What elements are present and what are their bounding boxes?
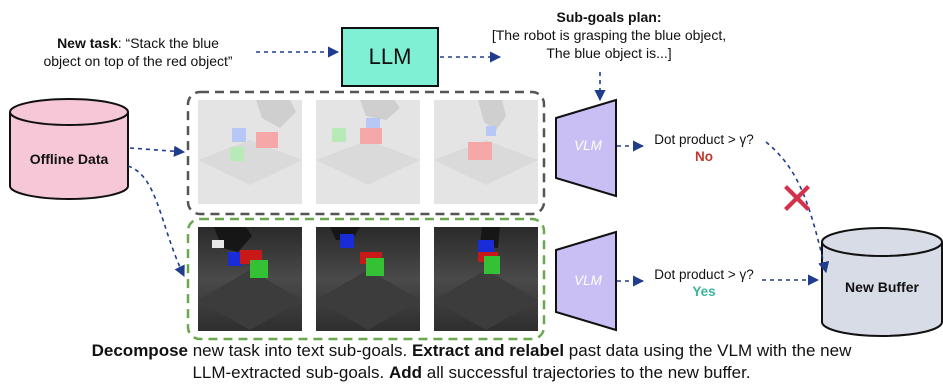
caption-text-1: new task into text sub-goals.	[188, 341, 412, 360]
failed-frame-3	[434, 100, 538, 204]
arrow-check-top-to-buffer	[765, 141, 830, 274]
success-frame-2	[316, 227, 420, 331]
arrow-data-to-success-group	[127, 165, 185, 278]
subgoals-title: Sub-goals plan:	[556, 9, 662, 25]
vlm-bottom-label: VLM	[574, 273, 602, 288]
caption-bold-2: Extract and relabel	[411, 341, 565, 360]
successful-trajectory-group	[186, 217, 546, 341]
caption-text-3: LLM-extracted sub-goals.	[192, 363, 389, 382]
vlm-top-label: VLM	[574, 138, 602, 153]
subgoals-line2: The blue object is...]	[546, 45, 672, 61]
check-bottom-question: Dot product > γ?	[654, 267, 754, 282]
success-frame-1	[198, 227, 302, 331]
new-task-label: New task	[57, 35, 118, 51]
caption-bold-3: Add	[388, 363, 423, 382]
new-task-line2: object on top of the red object”	[43, 53, 233, 69]
new-buffer-cylinder	[821, 227, 943, 337]
offline-data-cylinder	[9, 98, 129, 200]
vlm-bottom-shape	[555, 230, 617, 332]
check-top: Dot product > γ? No	[644, 131, 764, 165]
offline-data-label: Offline Data	[29, 151, 109, 167]
check-bottom: Dot product > γ? Yes	[644, 266, 764, 300]
subgoals-line1: [The robot is grasping the blue object,	[491, 27, 727, 43]
llm-box	[341, 27, 439, 87]
success-frame-3	[434, 227, 538, 331]
arrow-data-to-failed-group	[129, 145, 186, 157]
new-task-text: New task: “Stack the blue object on top …	[14, 34, 262, 70]
caption-text-4: all successful trajectories to the new b…	[422, 363, 751, 382]
vlm-top-shape	[555, 98, 617, 198]
check-top-answer: No	[695, 149, 713, 164]
caption-text-2: past data using the VLM with the new	[564, 341, 852, 360]
new-task-line1: : “Stack the blue	[117, 35, 219, 51]
failed-frame-2	[316, 100, 420, 204]
new-buffer-label: New Buffer	[845, 279, 919, 295]
check-bottom-answer: Yes	[692, 284, 716, 299]
llm-label: LLM	[368, 44, 412, 69]
caption-bold-1: Decompose	[91, 341, 188, 360]
failed-trajectory-group	[186, 90, 546, 216]
caption: Decompose new task into text sub-goals. …	[0, 340, 943, 384]
failed-frame-1	[198, 100, 302, 204]
subgoals-text: Sub-goals plan: [The robot is grasping t…	[444, 8, 774, 62]
x-mark-icon	[784, 185, 810, 211]
check-top-question: Dot product > γ?	[654, 132, 754, 147]
